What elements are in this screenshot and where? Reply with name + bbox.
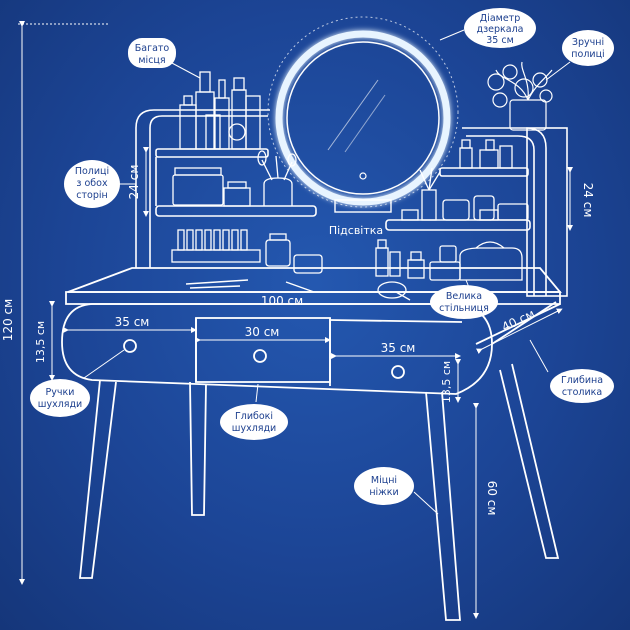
left-top-cosmetics: [179, 71, 261, 150]
svg-text:Діаметр: Діаметр: [480, 13, 520, 24]
drawer-handle-right: [391, 365, 405, 379]
round-mirror: [267, 16, 459, 213]
dim-drawer-left: 35 см: [115, 315, 150, 329]
svg-text:дзеркала: дзеркала: [477, 24, 524, 35]
svg-text:Ручки: Ручки: [46, 387, 75, 398]
callout-shelves-both-sides: Полиці з обох сторін: [64, 160, 136, 208]
dim-total-height: 120 см: [1, 299, 15, 341]
callout-mirror: Діаметр дзеркала 35 см: [464, 8, 536, 48]
dim-legs: 60 см: [485, 481, 499, 516]
svg-text:ніжки: ніжки: [369, 487, 398, 498]
dimension-lines: [18, 21, 573, 619]
svg-text:стільниця: стільниця: [439, 303, 489, 314]
drawer-handle-center: [253, 349, 267, 363]
right-middle-cosmetics: [401, 139, 529, 221]
svg-text:35 см: 35 см: [486, 35, 514, 46]
svg-text:Велика: Велика: [446, 291, 482, 302]
left-middle-cosmetics: [172, 150, 297, 207]
svg-text:місця: місця: [138, 55, 165, 66]
callout-tabletop: Велика стільниця: [430, 279, 498, 319]
svg-text:Глибокі: Глибокі: [235, 411, 273, 422]
dim-drawer-right: 35 см: [381, 341, 416, 355]
svg-text:Міцні: Міцні: [371, 475, 397, 486]
callouts: Багато місця Діаметр дзеркала 35 см Зруч…: [30, 8, 614, 515]
table-legs: [79, 363, 560, 621]
svg-text:шухляди: шухляди: [232, 423, 276, 434]
backlight-label: Підсвітка: [329, 224, 383, 237]
drawer-handle-left: [123, 339, 137, 353]
callout-drawer-handles: Ручки шухляди: [30, 349, 125, 417]
svg-text:полиці: полиці: [571, 49, 604, 60]
svg-text:сторін: сторін: [76, 190, 107, 201]
svg-text:Полиці: Полиці: [75, 166, 109, 177]
right-shelf-unit: [385, 127, 568, 297]
callout-deep-drawers: Глибокі шухляди: [220, 383, 288, 440]
dim-drawer-center: 30 см: [245, 325, 280, 339]
svg-text:столика: столика: [562, 387, 602, 398]
svg-text:Глибина: Глибина: [561, 375, 603, 386]
left-shelf-unit: [135, 109, 317, 268]
dim-shelf-right: 24 см: [581, 183, 595, 218]
dim-shelf-left: 24 см: [127, 165, 141, 200]
dimension-labels: 120 см 13,5 см 24 см 24 см 100 см 35 см …: [1, 165, 595, 516]
flower-vase: [487, 61, 553, 131]
callout-table-depth: Глибина столика: [529, 339, 614, 403]
svg-text:шухляди: шухляди: [38, 399, 82, 410]
lipstick-organizer: [171, 229, 323, 274]
callout-convenient-shelves: Зручні полиці: [545, 30, 614, 81]
svg-text:Багато: Багато: [135, 43, 170, 54]
svg-text:з обох: з обох: [76, 178, 108, 189]
dim-depth: 40 см: [500, 307, 537, 335]
dim-drawer-height-left: 13,5 см: [34, 321, 47, 363]
table-cosmetics-right: [375, 239, 523, 301]
table-brushes: [185, 279, 315, 293]
dim-drawer-height-right: 13,5 см: [440, 361, 453, 403]
svg-text:Зручні: Зручні: [572, 37, 604, 48]
callout-storage: Багато місця: [128, 38, 201, 79]
dim-tabletop-width: 100 см: [261, 294, 303, 308]
callout-sturdy-legs: Міцні ніжки: [354, 467, 439, 515]
